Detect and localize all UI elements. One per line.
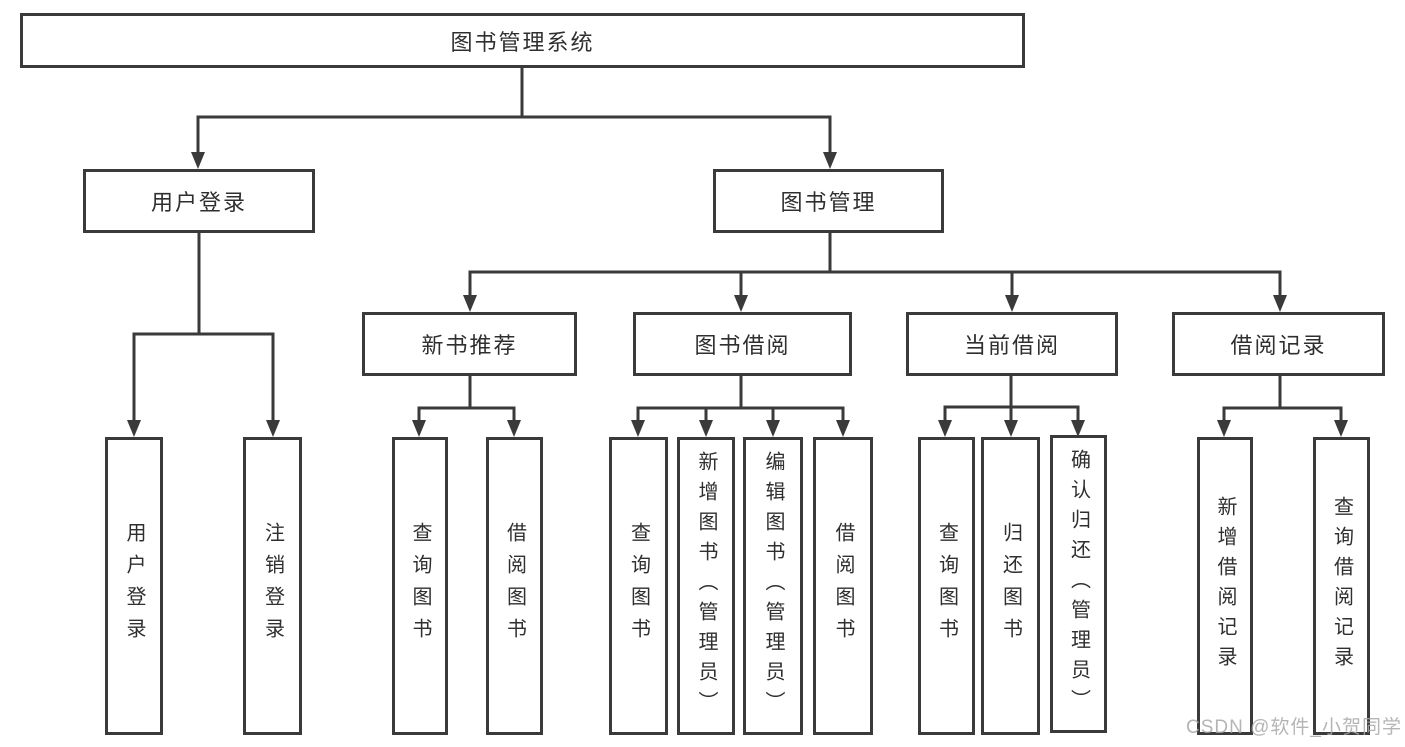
arrow-down-icon	[631, 420, 645, 437]
node-current-borrow: 当前借阅	[906, 312, 1118, 376]
connector-new-book-rec-children	[412, 376, 521, 437]
arrow-down-icon	[1005, 295, 1019, 312]
node-book-mgmt: 图书管理	[713, 169, 944, 233]
arrow-down-icon	[1273, 295, 1287, 312]
arrow-down-icon	[127, 420, 141, 437]
connector-current-borrow-children	[938, 376, 1085, 437]
arrow-down-icon	[191, 152, 205, 169]
node-borrow-record-label: 借阅记录	[1230, 333, 1327, 358]
node-current-borrow-label: 当前借阅	[963, 333, 1060, 358]
arrow-down-icon	[463, 295, 477, 312]
node-nb-query: 查询图书	[392, 437, 448, 735]
arrow-down-icon	[1334, 420, 1348, 437]
node-cb-return: 归还图书	[981, 437, 1040, 735]
node-br-query-label: 查询借阅记录	[1330, 496, 1353, 676]
node-nb-borrow: 借阅图书	[486, 437, 543, 735]
node-book-borrow-label: 图书借阅	[694, 333, 791, 358]
node-book-borrow: 图书借阅	[633, 312, 852, 376]
node-br-add-label: 新增借阅记录	[1214, 496, 1236, 676]
node-bb-add-label: 新增图书（管理员）	[695, 451, 717, 721]
node-cb-query: 查询图书	[918, 437, 975, 735]
node-user-login: 用户登录	[83, 169, 315, 233]
node-root: 图书管理系统	[20, 13, 1025, 68]
arrow-down-icon	[766, 420, 780, 437]
arrow-down-icon	[412, 420, 426, 437]
node-ul-logout-label: 注销登录	[261, 522, 284, 650]
connector-root-to-level2	[191, 68, 837, 169]
node-bb-add: 新增图书（管理员）	[677, 437, 735, 735]
node-ul-login-label: 用户登录	[123, 522, 145, 650]
arrow-down-icon	[1217, 420, 1231, 437]
node-bb-borrow-label: 借阅图书	[832, 522, 854, 650]
node-cb-return-label: 归还图书	[999, 522, 1022, 650]
node-bb-borrow: 借阅图书	[813, 437, 873, 735]
node-bb-query: 查询图书	[609, 437, 668, 735]
arrow-down-icon	[1071, 420, 1085, 437]
arrow-down-icon	[836, 420, 850, 437]
node-bb-edit: 编辑图书（管理员）	[743, 437, 803, 735]
node-nb-query-label: 查询图书	[409, 522, 431, 650]
node-new-book-rec: 新书推荐	[362, 312, 577, 376]
arrow-down-icon	[1004, 420, 1018, 437]
arrow-down-icon	[266, 420, 280, 437]
watermark: CSDN @软件_小贺同学	[1186, 717, 1402, 738]
node-root-label: 图书管理系统	[450, 29, 595, 55]
arrow-down-icon	[938, 420, 952, 437]
connector-book-borrow-children	[631, 376, 850, 437]
node-ul-login: 用户登录	[105, 437, 163, 735]
node-borrow-record: 借阅记录	[1172, 312, 1385, 376]
node-cb-query-label: 查询图书	[935, 522, 958, 650]
node-nb-borrow-label: 借阅图书	[503, 522, 526, 650]
node-cb-confirm-label: 确认归还（管理员）	[1067, 449, 1090, 719]
arrow-down-icon	[823, 152, 837, 169]
node-new-book-rec-label: 新书推荐	[421, 333, 518, 358]
node-ul-logout: 注销登录	[243, 437, 302, 735]
node-bb-query-label: 查询图书	[627, 522, 650, 650]
connector-borrow-record-children	[1217, 376, 1348, 437]
node-book-mgmt-label: 图书管理	[780, 190, 877, 215]
node-br-query: 查询借阅记录	[1313, 437, 1370, 735]
connector-user-login-children	[127, 233, 280, 437]
node-user-login-label: 用户登录	[150, 190, 247, 215]
node-cb-confirm: 确认归还（管理员）	[1050, 435, 1107, 733]
node-bb-edit-label: 编辑图书（管理员）	[762, 451, 784, 721]
node-br-add: 新增借阅记录	[1197, 437, 1253, 735]
arrow-down-icon	[699, 420, 713, 437]
arrow-down-icon	[734, 295, 748, 312]
connector-book-mgmt-children	[463, 233, 1287, 312]
arrow-down-icon	[507, 420, 521, 437]
